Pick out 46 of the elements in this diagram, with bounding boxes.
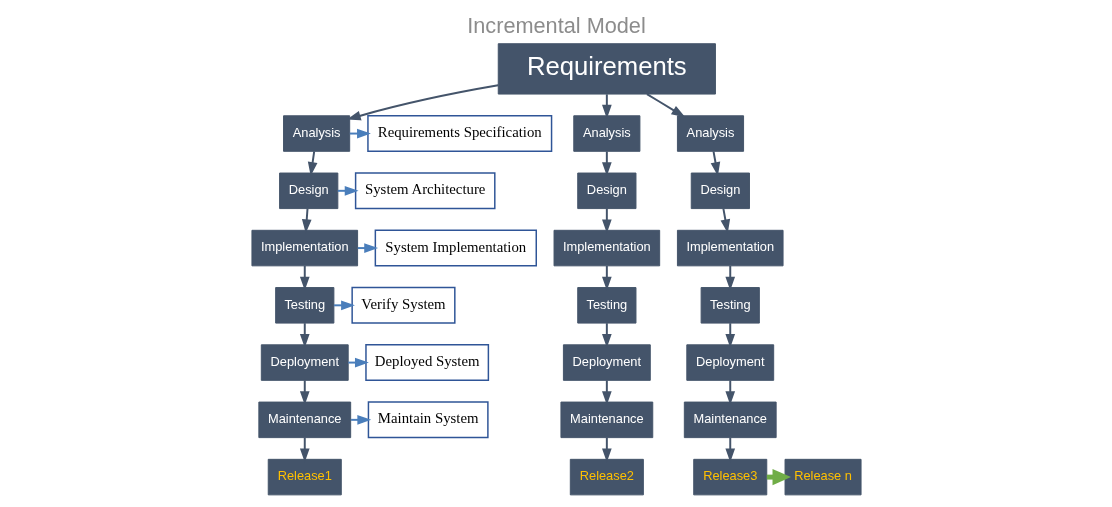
node-box: Maintenance [257,401,351,439]
diagram-title: Incremental Model [466,13,646,39]
node-box: Release1 [267,458,342,496]
node-box: Maintenance [683,401,777,439]
arrow [346,357,369,368]
node-box: Implementation [676,229,784,267]
node-box: Design [690,172,750,210]
arrow [307,150,317,176]
arrow [710,150,720,176]
node-box: Implementation [553,229,660,267]
arrow [299,322,310,348]
node-box: Verify System [350,286,456,324]
arrow [601,264,612,291]
node-box: Release n [784,458,862,496]
node-box: Implementation [250,229,358,267]
node-box: Testing [576,287,636,324]
node-box: Maintenance [559,401,653,439]
node-box: Analysis [572,115,640,152]
arrow [724,322,735,348]
node-box: Testing [274,287,334,324]
node-box: Requirements Specification [366,115,552,153]
node-box: System Architecture [354,172,496,210]
arrow [336,185,359,196]
node-box: Requirements [497,43,716,95]
node-box: Release2 [569,458,644,496]
node-box: Maintain System [367,401,489,439]
arrow [301,207,312,234]
node-box: Deployment [260,344,349,381]
node-box: Analysis [676,115,744,152]
node-box: Deployment [685,344,774,381]
arrow [720,207,730,234]
arrow [346,84,499,121]
node-box: Testing [700,287,760,324]
arrow [601,322,612,348]
node-box: Analysis [282,115,350,152]
arrow [299,264,310,291]
arrow [724,264,735,291]
node-box: Deployment [562,344,651,381]
arrow [601,93,612,119]
node-box: Release3 [692,458,767,496]
node-box: System Implementation [374,229,537,267]
node-box: Design [278,172,338,210]
node-box: Deployed System [364,344,489,382]
node-box: Design [576,172,636,210]
arrow [332,300,355,311]
arrow [645,93,685,118]
